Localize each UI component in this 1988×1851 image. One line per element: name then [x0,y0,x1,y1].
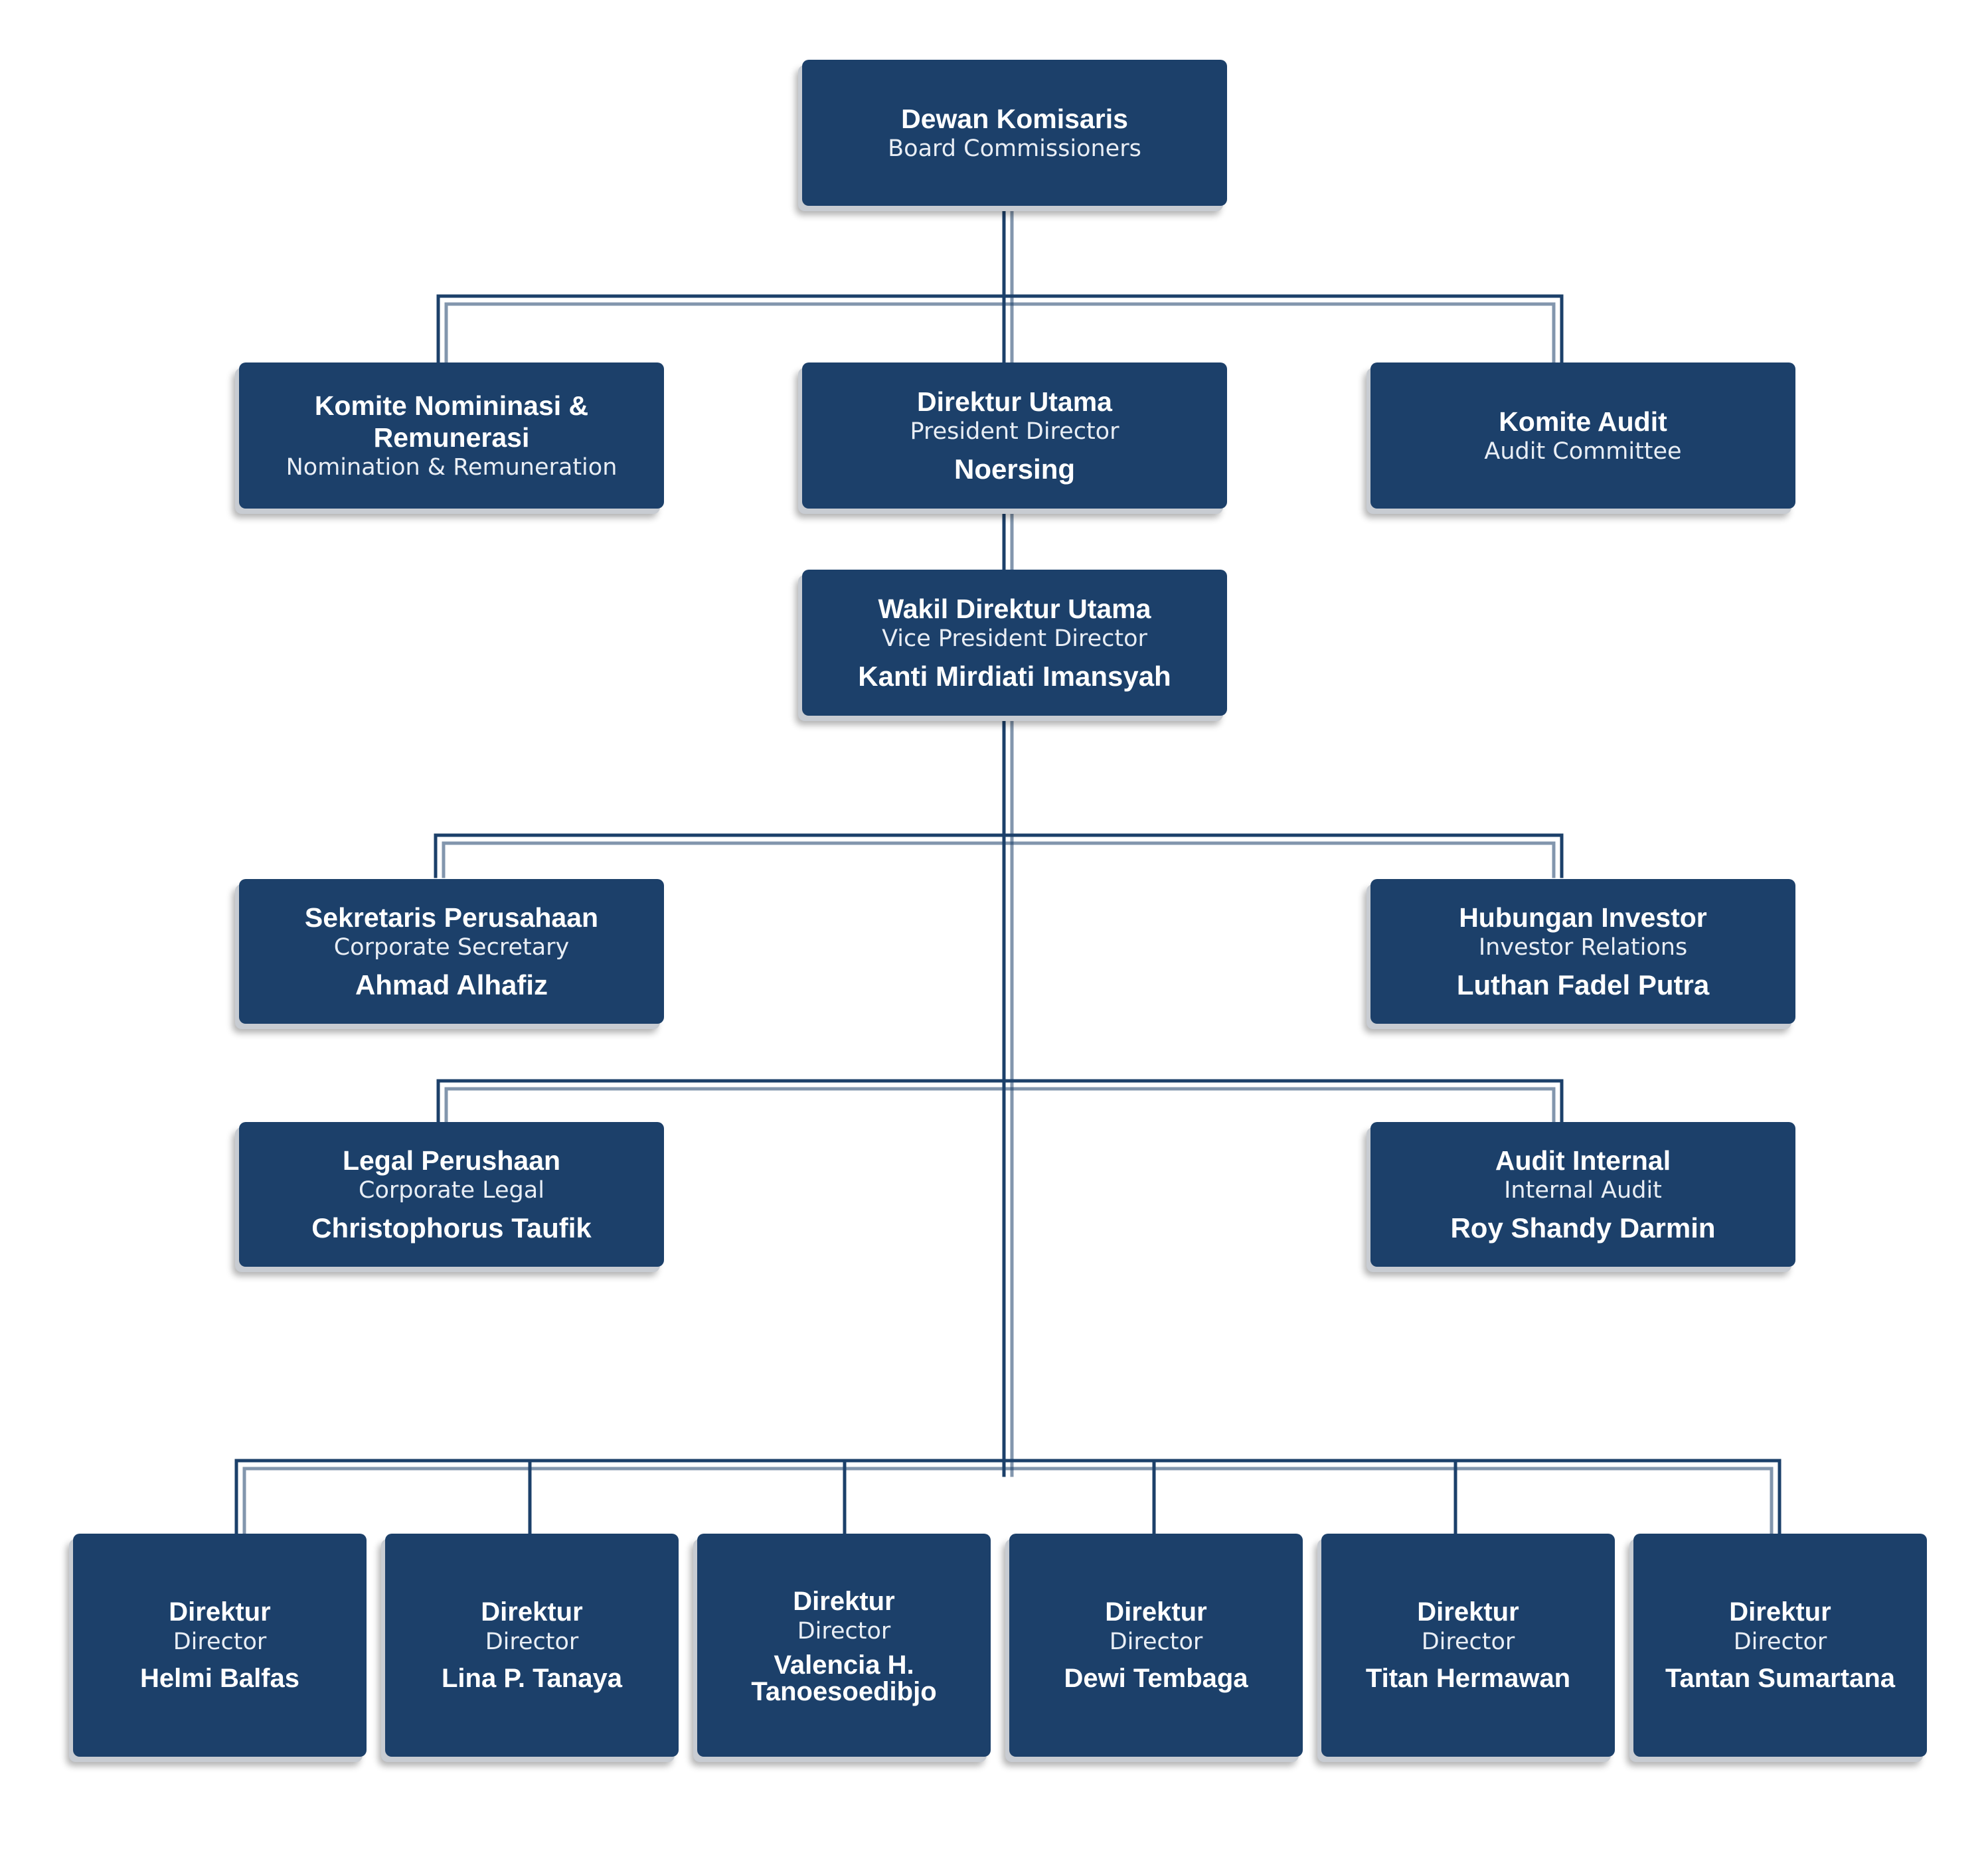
director-box: Direktur Director Dewi Tembaga [1009,1534,1303,1757]
director-box: Direktur Director Titan Hermawan [1321,1534,1615,1757]
director-name-line2: Tanoesoedibjo [751,1677,937,1706]
corporate-legal-box: Legal Perushaan Corporate Legal Christop… [239,1122,664,1267]
president-director-box: Direktur Utama President Director Noersi… [802,362,1227,509]
nomination-title-line2: Remunerasi [373,422,530,453]
connector-secretary-investor [434,833,1564,878]
president-subtitle: President Director [910,418,1119,445]
director-box: Direktur Director Helmi Balfas [73,1534,367,1757]
director-subtitle: Director [173,1629,267,1655]
director-name: Dewi Tembaga [1064,1664,1248,1693]
corporate-secretary-name: Ahmad Alhafiz [355,969,548,1001]
director-subtitle: Director [485,1629,579,1655]
nomination-subtitle: Nomination & Remuneration [286,454,618,481]
connector-legal-audit [436,1079,1564,1124]
internal-audit-box: Audit Internal Internal Audit Roy Shandy… [1370,1122,1795,1267]
investor-relations-title: Hubungan Investor [1459,902,1707,933]
vice-president-subtitle: Vice President Director [882,625,1147,652]
director-name: Lina P. Tanaya [442,1664,622,1693]
vice-president-director-box: Wakil Direktur Utama Vice President Dire… [802,570,1227,716]
corporate-secretary-subtitle: Corporate Secretary [333,934,570,961]
vice-president-title: Wakil Direktur Utama [878,594,1151,624]
connector-committees [436,294,1564,366]
audit-committee-title: Komite Audit [1499,406,1667,437]
board-commissioners-box: Dewan Komisaris Board Commissioners [802,60,1227,206]
director-box: Direktur Director Valencia H. Tanoesoedi… [697,1534,991,1757]
vice-president-name: Kanti Mirdiati Imansyah [858,661,1171,692]
director-title: Direktur [793,1587,895,1616]
director-name-line1: Valencia H. [774,1650,914,1680]
director-title: Direktur [1105,1597,1207,1627]
director-title: Direktur [169,1597,271,1627]
internal-audit-title: Audit Internal [1495,1145,1671,1176]
connector-directors [234,1459,1781,1537]
director-title: Direktur [481,1597,583,1627]
director-subtitle: Director [797,1618,891,1645]
corporate-legal-name: Christophorus Taufik [311,1212,592,1244]
investor-relations-name: Luthan Fadel Putra [1456,969,1710,1001]
board-title: Dewan Komisaris [901,104,1128,134]
director-name: Titan Hermawan [1365,1664,1571,1693]
director-subtitle: Director [1733,1629,1827,1655]
nomination-committee-box: Komite Nomininasi & Remunerasi Nominatio… [239,362,664,509]
director-subtitle: Director [1421,1629,1515,1655]
director-box: Direktur Director Lina P. Tanaya [385,1534,679,1757]
corporate-secretary-box: Sekretaris Perusahaan Corporate Secretar… [239,879,664,1024]
president-title: Direktur Utama [917,386,1112,417]
director-box: Direktur Director Tantan Sumartana [1633,1534,1927,1757]
director-subtitle: Director [1109,1629,1203,1655]
corporate-legal-title: Legal Perushaan [342,1145,561,1176]
internal-audit-name: Roy Shandy Darmin [1450,1212,1716,1244]
corporate-secretary-title: Sekretaris Perusahaan [304,902,599,933]
audit-committee-subtitle: Audit Committee [1484,438,1682,465]
investor-relations-box: Hubungan Investor Investor Relations Lut… [1370,879,1795,1024]
director-name: Tantan Sumartana [1665,1664,1895,1693]
director-title: Direktur [1417,1597,1519,1627]
president-name: Noersing [953,453,1076,485]
internal-audit-subtitle: Internal Audit [1504,1177,1662,1204]
director-name: Helmi Balfas [139,1664,300,1693]
nomination-title-line1: Komite Nomininasi & [314,390,589,421]
corporate-legal-subtitle: Corporate Legal [359,1177,544,1204]
investor-relations-subtitle: Investor Relations [1478,934,1688,961]
board-subtitle: Board Commissioners [888,135,1141,162]
audit-committee-box: Komite Audit Audit Committee [1370,362,1795,509]
director-title: Direktur [1729,1597,1831,1627]
